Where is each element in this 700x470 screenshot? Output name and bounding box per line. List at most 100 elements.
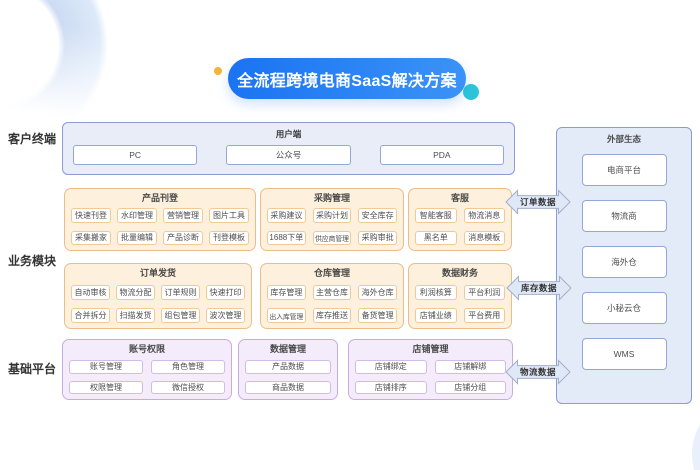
ecosystem-item-label: 海外仓 <box>611 257 637 267</box>
module-item-label: 合并拆分 <box>74 311 107 320</box>
module-item-label: 物流消息 <box>468 210 501 220</box>
module-item-label: 平台利润 <box>468 288 501 297</box>
module-item: 平台利润 <box>463 285 505 300</box>
module-item-label: 采集搬家 <box>75 233 107 243</box>
module-item: 店铺分组 <box>434 380 506 394</box>
ecosystem-item: 电商平台 <box>581 154 667 186</box>
user-terminal-item-label: 公众号 <box>275 150 302 160</box>
module-item: 店铺解绑 <box>434 360 506 374</box>
module-item-label: 备货管理 <box>361 311 394 320</box>
connector-inventory-data: 库存数据 <box>506 275 572 301</box>
user-terminal-item: PC <box>73 145 198 165</box>
panel-account-permissions-header: 账号权限 <box>128 344 165 354</box>
double-arrow-icon <box>505 189 571 215</box>
module-item: 水印管理 <box>117 208 157 223</box>
panel-warehouse-management-header: 仓库管理 <box>313 268 350 278</box>
module-item: 利润核算 <box>415 285 457 300</box>
module-item: 采购计划 <box>312 208 352 223</box>
module-item-label: 店铺排序 <box>374 382 407 392</box>
module-item-label: 营销管理 <box>167 210 199 220</box>
module-item: 营销管理 <box>163 208 203 223</box>
module-item-label: 黑名单 <box>423 233 448 243</box>
panel-shop-management-items: 店铺绑定 店铺解绑店铺排序 店铺分组 <box>355 360 506 394</box>
double-arrow-icon <box>506 275 572 301</box>
module-item: 海外仓库 <box>358 285 397 300</box>
module-item: 快速打印 <box>206 285 245 300</box>
module-item-label: 图片工具 <box>213 210 245 220</box>
panel-external-ecosystem-header: 外部生态 <box>606 134 641 144</box>
module-item: 平台费用 <box>463 308 505 323</box>
panel-warehouse-management: 仓库管理 库存管理 主营仓库 海外仓库出入库管理 库存推送 备货管理 <box>260 263 404 329</box>
module-item-label: 产品诊断 <box>167 233 199 243</box>
panel-customer-service-items: 智能客服 物流消息黑名单 消息模板 <box>415 208 505 245</box>
module-item: 产品诊断 <box>163 230 203 245</box>
module-item-label: 供应商管理 <box>315 235 349 243</box>
module-item: 物流分配 <box>116 285 155 300</box>
panel-order-shipping-items: 自动审核物流分配 订单规则快速打印合并拆分 扫描发货 组包管理波次管理 <box>71 285 245 323</box>
module-item: 批量编辑 <box>117 230 157 245</box>
module-item: 采购建议 <box>267 208 306 223</box>
user-terminal-item-label: PDA <box>433 150 451 160</box>
ecosystem-item-label: 物流商 <box>611 211 637 221</box>
module-item: 刊登模板 <box>209 230 249 245</box>
module-item-label: 采购建议 <box>270 210 303 220</box>
module-item: 安全库存 <box>358 208 397 223</box>
user-terminal-item: PDA <box>379 145 504 165</box>
panel-external-ecosystem-items: 电商平台物流商海外仓小秘云仓 WMS <box>557 154 691 370</box>
module-item: 产品数据 <box>245 360 331 374</box>
ecosystem-item: 海外仓 <box>581 246 667 278</box>
module-item-label: 产品数据 <box>272 362 304 372</box>
module-item-label: 店铺分组 <box>454 382 487 392</box>
panel-data-management: 数据管理 产品数据商品数据 <box>238 339 338 400</box>
connector-order-data-label: 订单数据 <box>519 197 556 207</box>
module-item: 出入库管理 <box>267 308 306 323</box>
ecosystem-item: 小秘云仓 <box>581 292 667 324</box>
module-item: 自动审核 <box>71 285 110 300</box>
double-arrow-icon <box>505 359 571 385</box>
module-item: 采购审批 <box>358 230 397 245</box>
module-item-label: 出入库管理 <box>269 313 304 321</box>
panel-product-listing-items: 快速刊登水印管理营销管理 图片工具采集搬家批量编辑产品诊断刊登模板 <box>71 208 249 245</box>
panel-data-finance-header: 数据财务 <box>441 268 478 278</box>
module-item-label: 消息模板 <box>468 233 501 243</box>
panel-warehouse-management-items: 库存管理 主营仓库 海外仓库出入库管理 库存推送 备货管理 <box>267 285 397 323</box>
module-item-label: 主营仓库 <box>315 288 348 297</box>
panel-shop-management: 店铺管理 店铺绑定 店铺解绑店铺排序 店铺分组 <box>348 339 513 400</box>
connector-order-data: 订单数据 <box>505 189 571 215</box>
panel-customer-service: 客服 智能客服物流消息黑名单消息模板 <box>408 188 512 251</box>
module-item-label: 库存管理 <box>270 288 303 297</box>
module-item: 智能客服 <box>415 208 457 223</box>
module-item: 库存推送 <box>312 308 352 323</box>
ecosystem-item-label: WMS <box>613 349 635 359</box>
module-item-label: 1688下单 <box>269 233 304 243</box>
module-item-label: 库存推送 <box>315 311 348 320</box>
connector-logistics-data-label: 物流数据 <box>519 367 556 377</box>
module-item-label: 组包管理 <box>164 311 197 320</box>
module-item-label: 扫描发货 <box>119 311 152 320</box>
panel-shop-management-header: 店铺管理 <box>412 344 449 354</box>
module-item-label: 店铺解绑 <box>454 362 487 372</box>
module-item-label: 订单规则 <box>164 288 197 297</box>
ecosystem-item: 物流商 <box>581 200 667 232</box>
panel-purchase-management-items: 采购建议采购计划安全库存 1688下单 供应商管理 采购审批 <box>267 208 397 245</box>
module-item-label: 平台费用 <box>468 311 501 320</box>
module-item: 微信授权 <box>151 380 225 394</box>
module-item: 黑名单 <box>415 230 457 245</box>
decor-circle-bottom-right <box>692 396 700 470</box>
module-item-label: 物流分配 <box>119 288 152 297</box>
module-item: 店铺绑定 <box>355 360 427 374</box>
module-item-label: 快速刊登 <box>75 210 107 220</box>
module-item-label: 账号管理 <box>90 362 122 372</box>
panel-external-ecosystem: 外部生态 电商平台物流商海外仓小秘云仓 WMS <box>556 127 692 404</box>
module-item-label: 采购审批 <box>361 233 394 243</box>
module-item: 扫描发货 <box>116 308 155 323</box>
panel-data-finance: 数据财务 利润核算平台利润店铺业绩平台费用 <box>408 263 512 329</box>
module-item: 组包管理 <box>161 308 200 323</box>
page-title-text: 全流程跨境电商SaaS解决方案 <box>237 72 457 90</box>
module-item: 波次管理 <box>206 308 245 323</box>
module-item: 供应商管理 <box>312 230 352 245</box>
panel-account-permissions: 账号权限 账号管理角色管理权限管理微信授权 <box>62 339 232 400</box>
panel-user-terminal-items: PC 公众号 PDA <box>73 145 504 165</box>
